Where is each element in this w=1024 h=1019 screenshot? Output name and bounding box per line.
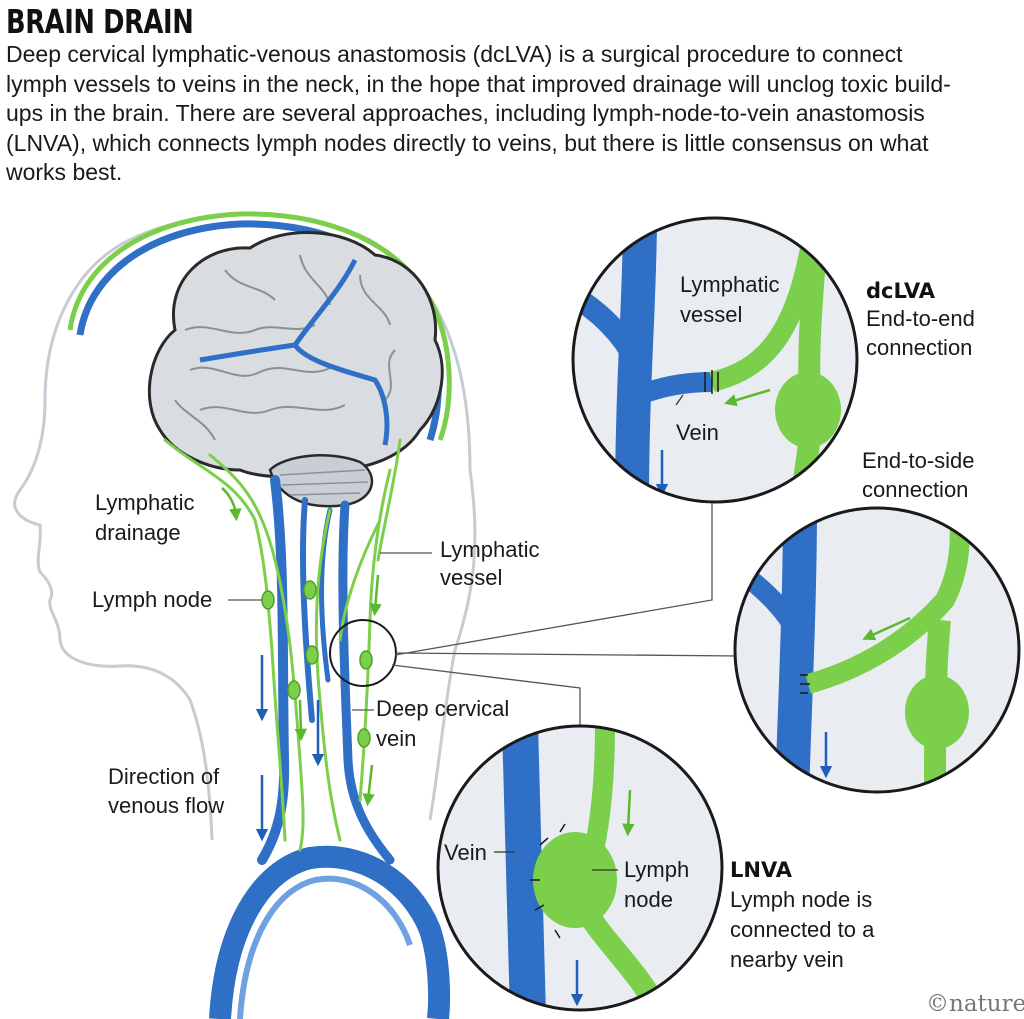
venous-flow-label-line2: venous flow (108, 793, 224, 818)
brain (147, 231, 444, 479)
dclva-caption-line2: connection (866, 335, 972, 360)
lnva-node-label-line1: Lymph (624, 857, 689, 882)
head-outline (13, 212, 477, 841)
lymphatic-vessel-label-line2: vessel (440, 565, 502, 590)
lymphatic-vessel-label-line1: Lymphatic (440, 537, 539, 562)
deep-cervical-vein-label-line2: vein (376, 726, 416, 751)
intro-paragraph: Deep cervical lymphatic-venous anastomos… (6, 41, 951, 185)
dclva-caption-line1: End-to-end (866, 306, 975, 331)
lymphatic-drainage-label-line2: drainage (95, 520, 181, 545)
venous-flow-label-line1: Direction of (108, 764, 220, 789)
deep-cervical-vein-label-line1: Deep cervical (376, 696, 509, 721)
panel-lnva: Vein Lymph node (436, 724, 724, 1012)
head-illustration (13, 211, 477, 1019)
lnva-heading: LNVA (730, 858, 793, 882)
lymphatic-drainage-label-line1: Lymphatic (95, 490, 194, 515)
lnva-caption-line1: Lymph node is (730, 887, 872, 912)
dclva-vein-label: Vein (676, 420, 719, 445)
panel-dclva: Lymphatic vessel Vein (571, 216, 859, 504)
lnva-vein-label: Vein (444, 840, 487, 865)
nature-credit: ©nature (926, 991, 1024, 1017)
lymph-node-label: Lymph node (92, 587, 212, 612)
figure-title: BRAIN DRAIN (6, 2, 194, 41)
panel-end-to-side (733, 506, 1021, 794)
end-to-side-caption-line1: End-to-side (862, 448, 975, 473)
dclva-heading: dcLVA (866, 279, 936, 303)
dclva-vessel-label-line1: Lymphatic (680, 272, 779, 297)
lnva-caption-line3: nearby vein (730, 947, 844, 972)
lnva-caption-line2: connected to a (730, 917, 875, 942)
end-to-side-caption-line2: connection (862, 477, 968, 502)
dclva-vessel-label-line2: vessel (680, 302, 742, 327)
lnva-node-label-line2: node (624, 887, 673, 912)
callout-lines (228, 500, 741, 728)
